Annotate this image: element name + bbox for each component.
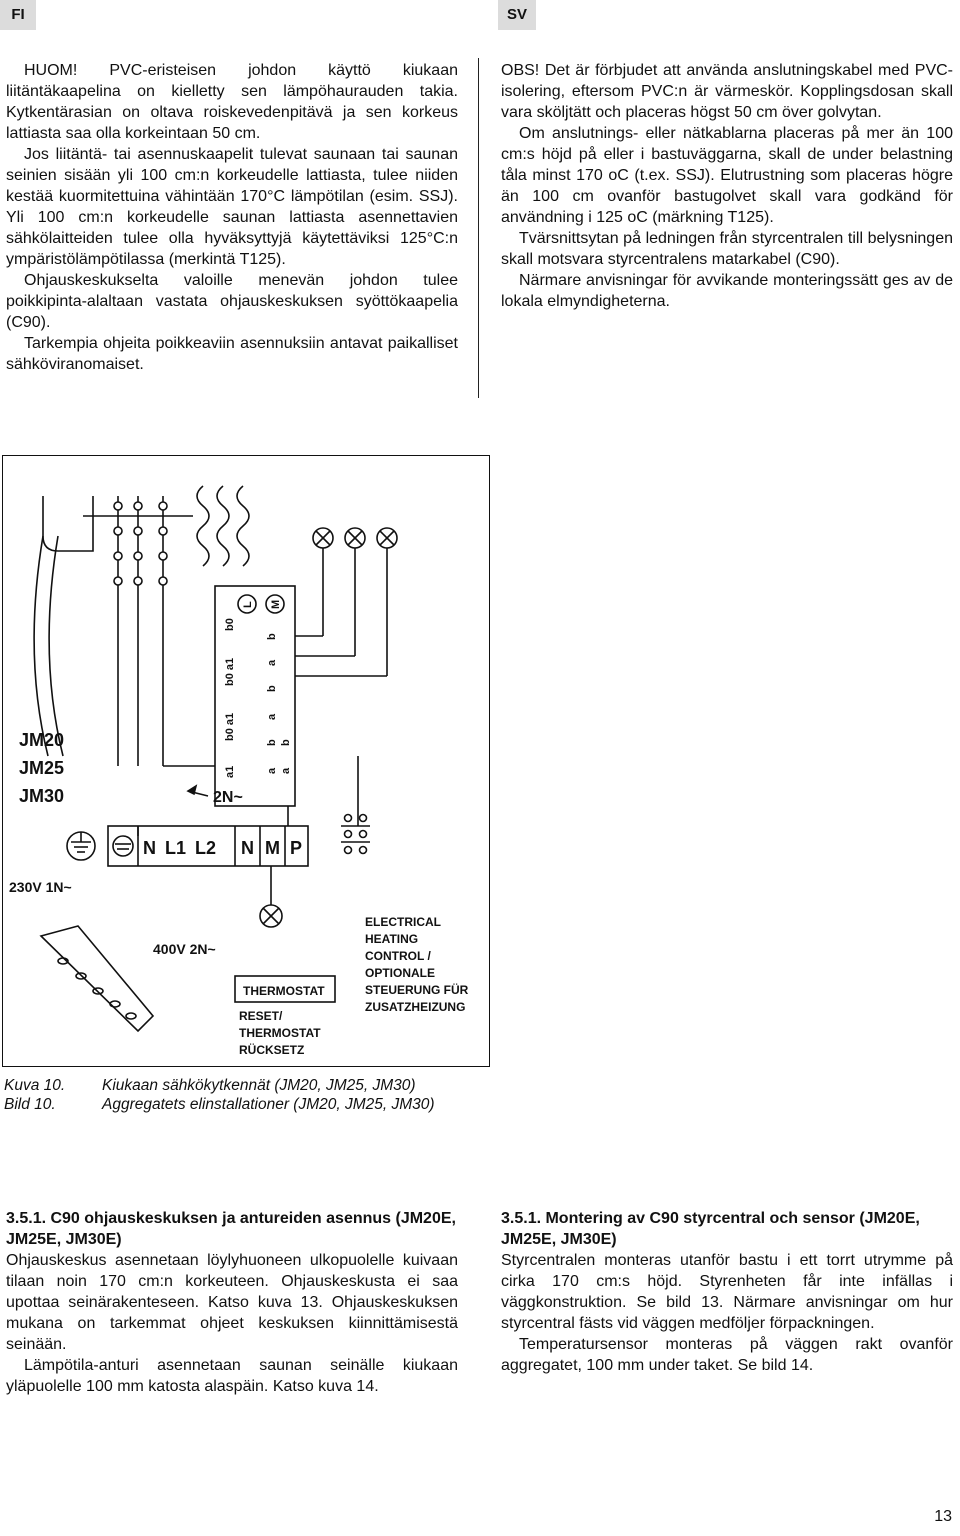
caption-text-sv: Aggregatets elinstallationer (JM20, JM25… [102, 1096, 435, 1113]
terminal-label: N [143, 838, 156, 858]
page-number: 13 [934, 1508, 952, 1525]
caption-label-fi: Kuva 10. [4, 1077, 66, 1094]
finnish-section-3-5-1: 3.5.1. C90 ohjauskeskuksen ja antureiden… [6, 1208, 458, 1397]
reset-label: RÜCKSETZ [239, 1042, 304, 1057]
heater-housing [42, 496, 94, 552]
contact-label: b [266, 685, 278, 692]
section-heading: 3.5.1. Montering av C90 styrcentral och … [501, 1210, 920, 1248]
fi-paragraph: HUOM! PVC-eristeisen johdon käyttö kiuka… [6, 62, 458, 142]
indicator-lamp-icon [312, 527, 398, 549]
control-label: CONTROL / [365, 949, 431, 963]
wiring-lines [117, 548, 388, 836]
terminal-label: L1 [165, 838, 186, 858]
model-label: JM25 [19, 758, 64, 778]
heating-element-icon [196, 485, 250, 567]
section-paragraph: Temperatursensor monteras på väggen rakt… [501, 1336, 953, 1374]
relay-block [214, 585, 296, 807]
cable-bundle [39, 925, 155, 1033]
supply-230-label: 230V 1N~ [9, 879, 72, 895]
fi-paragraph: Ohjauskeskukselta valoille menevän johdo… [6, 272, 458, 331]
language-tab-sv: SV [498, 0, 536, 30]
model-label: JM20 [19, 730, 64, 750]
contact-label: a [266, 659, 278, 666]
sv-paragraph: OBS! Det är förbjudet att använda anslut… [501, 62, 953, 121]
ground-icon [112, 835, 134, 857]
wiring-diagram: JM20 JM25 JM30 2N~ 230V 1N~ 400V 2N~ N L… [2, 455, 490, 1067]
contact-label: b [280, 739, 292, 746]
sv-paragraph: Tvärsnittsytan på ledningen från styrcen… [501, 230, 953, 268]
contact-label: a [266, 767, 278, 774]
contact-label: a1 [224, 766, 236, 778]
contact-label: a [266, 713, 278, 720]
sv-paragraph: Om anslutnings- eller nätkablarna placer… [501, 125, 953, 226]
control-label: ZUSATZHEIZUNG [365, 1000, 465, 1014]
control-label: ELECTRICAL [365, 915, 441, 929]
model-label: JM30 [19, 786, 64, 806]
arrow-head-icon [186, 784, 198, 796]
terminal-label: M [265, 838, 280, 858]
reset-label: RESET/ [239, 1009, 283, 1023]
contactor-columns [83, 496, 193, 606]
contact-label: b0 a1 [224, 658, 236, 686]
figure-caption: Kuva 10. Kiukaan sähkökytkennät (JM20, J… [4, 1076, 504, 1114]
ground-icon [66, 831, 96, 861]
terminal-label: P [290, 838, 302, 858]
swedish-warning-text: OBS! Det är förbjudet att använda anslut… [501, 60, 953, 312]
heater-cable [48, 535, 64, 757]
contact-label: b [266, 739, 278, 746]
supply-400-label: 400V 2N~ [153, 941, 216, 957]
section-paragraph: Styrcentralen monteras utanför bastu i e… [501, 1252, 953, 1332]
terminal-label: N [241, 838, 254, 858]
contact-label: b0 [224, 618, 236, 631]
language-tab-fi: FI [0, 0, 36, 30]
thermostat-label: THERMOSTAT [243, 984, 325, 998]
caption-label-sv: Bild 10. [4, 1096, 56, 1113]
contact-label: b [266, 633, 278, 640]
heater-cable [33, 535, 49, 757]
contact-label: b0 a1 [224, 713, 236, 741]
control-label: STEUERUNG FÜR [365, 982, 469, 997]
column-divider [478, 58, 479, 398]
indicator-letter: L [242, 601, 254, 608]
control-terminal-pins [341, 813, 370, 855]
contact-label: a [280, 767, 292, 774]
supply-2n-label: 2N~ [213, 789, 243, 806]
terminal-label: L2 [195, 838, 216, 858]
fi-paragraph: Jos liitäntä- tai asennuskaapelit tuleva… [6, 146, 458, 268]
indicator-m-circle [265, 594, 285, 614]
indicator-l-circle [237, 594, 257, 614]
finnish-warning-text: HUOM! PVC-eristeisen johdon käyttö kiuka… [6, 60, 458, 375]
indicator-letter: M [270, 600, 282, 609]
control-label: HEATING [365, 932, 418, 946]
swedish-section-3-5-1: 3.5.1. Montering av C90 styrcentral och … [501, 1208, 953, 1376]
section-paragraph: Ohjauskeskus asennetaan löylyhuoneen ulk… [6, 1252, 458, 1353]
thermostat-reset-box [234, 975, 336, 1003]
section-paragraph: Lämpötila-anturi asennetaan saunan seinä… [6, 1357, 458, 1395]
terminal-strip [107, 825, 309, 867]
section-heading: 3.5.1. C90 ohjauskeskuksen ja antureiden… [6, 1210, 456, 1248]
wiring-diagram-svg: JM20 JM25 JM30 2N~ 230V 1N~ 400V 2N~ N L… [9, 485, 469, 1057]
sv-paragraph: Närmare anvisningar för avvikande monter… [501, 272, 953, 310]
fi-paragraph: Tarkempia ohjeita poikkeaviin asennuksii… [6, 335, 458, 373]
reset-label: THERMOSTAT [239, 1026, 321, 1040]
caption-text-fi: Kiukaan sähkökytkennät (JM20, JM25, JM30… [102, 1077, 416, 1094]
control-label: OPTIONALE [365, 966, 435, 980]
